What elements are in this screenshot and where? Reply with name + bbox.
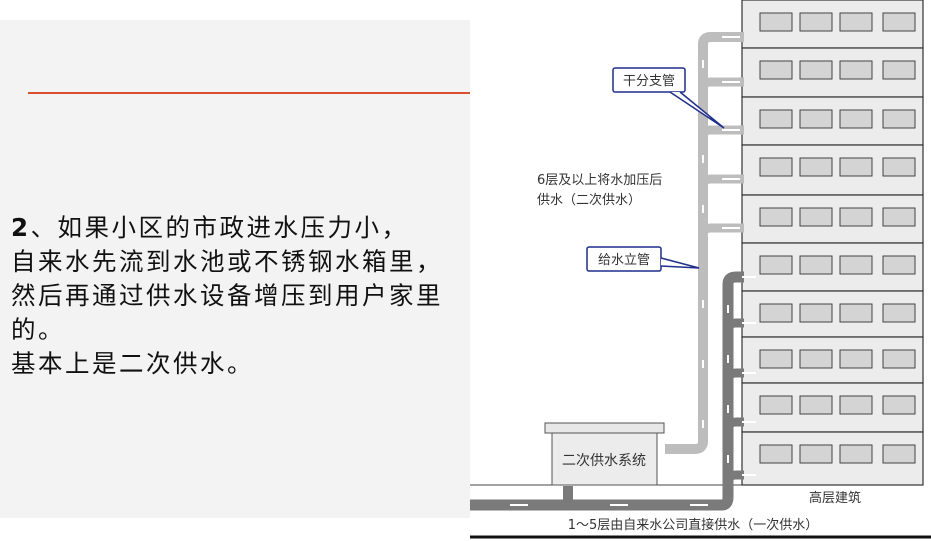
- window: [839, 303, 873, 323]
- window: [759, 157, 793, 177]
- secondary-supply-tank: [551, 432, 658, 486]
- tank-lid: [544, 422, 665, 434]
- window: [882, 395, 916, 415]
- direct-pipe: [470, 271, 744, 511]
- upper-floors-note: 供水（二次供水）: [537, 192, 641, 208]
- branch-pipe: [698, 125, 744, 139]
- window: [839, 207, 873, 227]
- window: [799, 444, 833, 464]
- branch-pipe: [723, 318, 744, 332]
- upper-floors-note: 6层及以上将水加压后: [537, 173, 662, 188]
- window: [799, 109, 833, 129]
- window: [759, 303, 793, 323]
- window: [759, 255, 793, 275]
- branch-pipe: [723, 417, 744, 431]
- title-divider: [28, 92, 470, 94]
- pressurized-pipe: [665, 32, 744, 454]
- lower-floors-note: 1～5层由自来水公司直接供水（一次供水）: [568, 517, 819, 533]
- window: [759, 12, 793, 32]
- body-text: 2、如果小区的市政进水压力小， 自来水先流到水池或不锈钢水箱里， 然后再通过供水…: [11, 211, 466, 381]
- window: [882, 303, 916, 323]
- window: [759, 444, 793, 464]
- window: [839, 349, 873, 369]
- high-rise-building: [741, 0, 924, 486]
- text-line: 基本上是二次供水。: [11, 349, 254, 378]
- branch-pipe: [723, 470, 744, 484]
- branch-pipe: [698, 77, 744, 91]
- branch-callout-box: [612, 67, 686, 93]
- text-line: 2、如果小区的市政进水压力小，: [11, 213, 409, 242]
- branch-callout-pointer: [669, 91, 725, 129]
- riser-callout-pointer: [660, 257, 700, 269]
- building-label: 高层建筑: [809, 490, 861, 506]
- window: [882, 157, 916, 177]
- window: [799, 395, 833, 415]
- text-line: 的。: [11, 315, 65, 344]
- window: [839, 444, 873, 464]
- window: [839, 157, 873, 177]
- window: [799, 349, 833, 369]
- window: [799, 207, 833, 227]
- water-supply-diagram: 二次供水系统 干分支管 给水立管 6层及以上将水加压后 供水（二次供水） 高层建…: [470, 0, 931, 539]
- window: [799, 157, 833, 177]
- window: [759, 349, 793, 369]
- window: [839, 395, 873, 415]
- window: [759, 207, 793, 227]
- window: [799, 255, 833, 275]
- branch-callout-label: 干分支管: [623, 74, 675, 89]
- text-panel: [0, 20, 470, 518]
- window: [882, 109, 916, 129]
- direct-supply-pipe: [470, 271, 756, 511]
- branch-pipe: [723, 368, 744, 382]
- window: [759, 109, 793, 129]
- window: [882, 207, 916, 227]
- branch-pipe: [698, 174, 744, 188]
- text-line: 然后再通过供水设备增压到用户家里: [11, 281, 443, 310]
- window: [839, 109, 873, 129]
- tank-label: 二次供水系统: [562, 453, 646, 469]
- window: [799, 303, 833, 323]
- pressurized-riser-pipe: [665, 32, 744, 454]
- window: [799, 12, 833, 32]
- window: [839, 60, 873, 80]
- window: [759, 60, 793, 80]
- branch-pipe: [698, 223, 744, 237]
- window: [882, 444, 916, 464]
- window: [882, 60, 916, 80]
- window: [882, 12, 916, 32]
- window: [882, 255, 916, 275]
- text-line: 自来水先流到水池或不锈钢水箱里，: [11, 247, 443, 276]
- window: [799, 60, 833, 80]
- window: [759, 395, 793, 415]
- window: [882, 349, 916, 369]
- window: [839, 12, 873, 32]
- window: [839, 255, 873, 275]
- riser-callout-label: 给水立管: [598, 253, 650, 268]
